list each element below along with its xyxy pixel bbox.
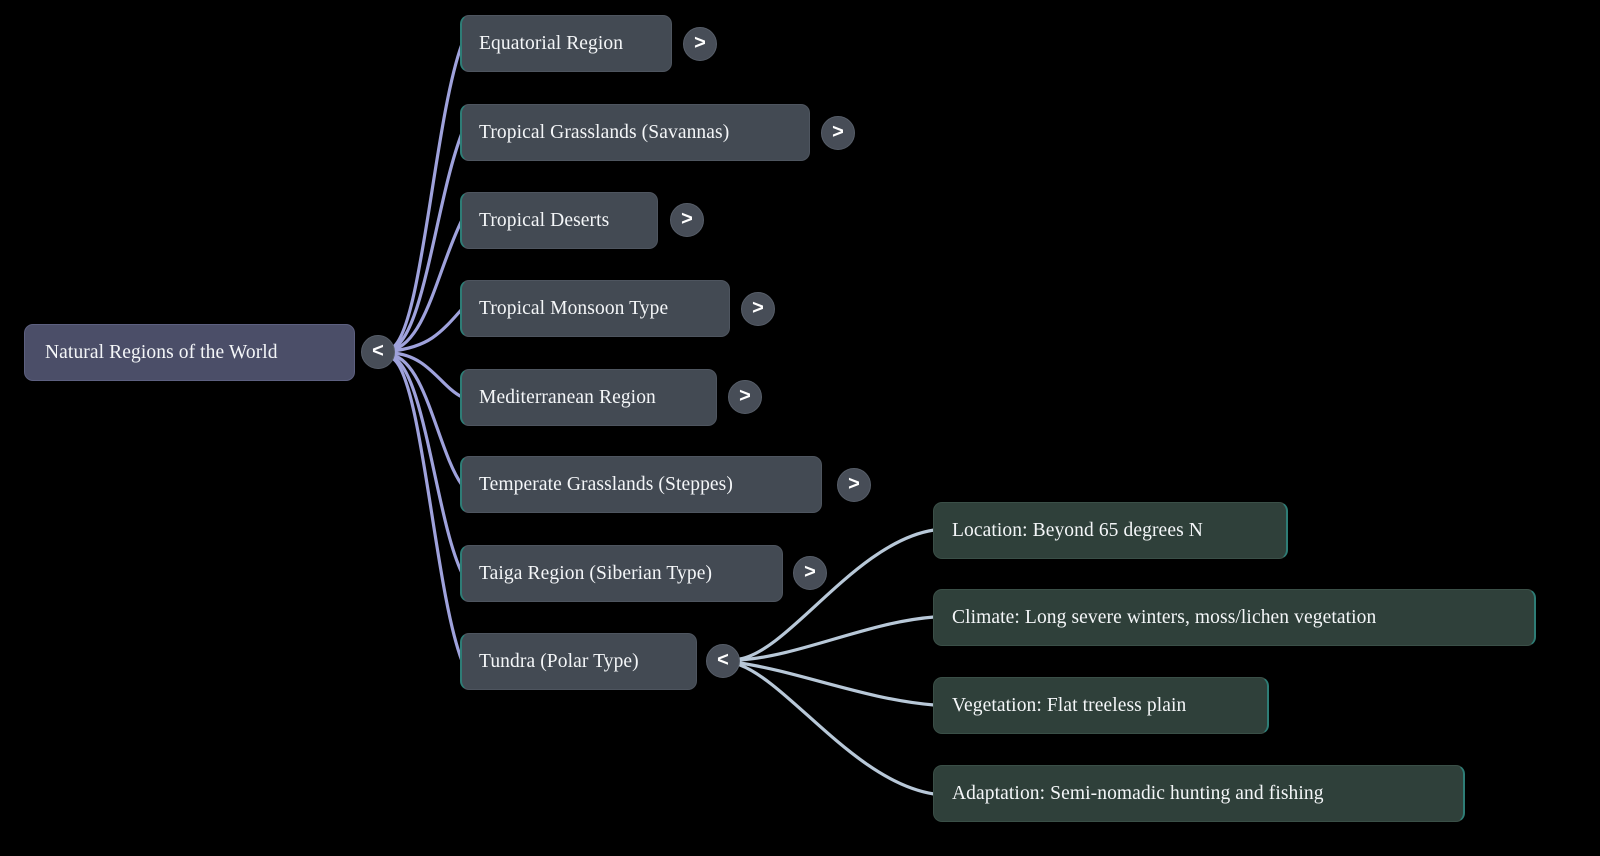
- branch-label: Tropical Monsoon Type: [479, 297, 669, 319]
- chevron-right-icon: >: [832, 121, 844, 143]
- edge-root-to-deserts: [390, 218, 464, 352]
- edge-root-to-steppes: [390, 353, 464, 487]
- branch-label: Equatorial Region: [479, 32, 624, 54]
- branch-toggle-temperate-grasslands-steppes[interactable]: >: [837, 468, 871, 502]
- leaf-node-tundra-vegetation[interactable]: Vegetation: Flat treeless plain: [933, 677, 1269, 734]
- branch-node-tundra-polar-type[interactable]: Tundra (Polar Type): [460, 633, 697, 690]
- edge-tundra-to-vegetation: [738, 661, 936, 707]
- leaf-label: Climate: Long severe winters, moss/liche…: [952, 606, 1377, 628]
- branch-toggle-tropical-monsoon-type[interactable]: >: [741, 292, 775, 326]
- branch-toggle-mediterranean-region[interactable]: >: [728, 380, 762, 414]
- branch-node-tropical-deserts[interactable]: Tropical Deserts: [460, 192, 658, 249]
- edge-tundra-to-adaptation: [738, 663, 936, 796]
- edge-root-to-tundra: [390, 356, 464, 663]
- branch-node-tropical-grasslands-savannas[interactable]: Tropical Grasslands (Savannas): [460, 104, 810, 161]
- branch-label: Tundra (Polar Type): [479, 650, 639, 672]
- edge-root-to-monsoon: [390, 307, 464, 353]
- branch-label: Mediterranean Region: [479, 386, 656, 408]
- leaf-node-tundra-location[interactable]: Location: Beyond 65 degrees N: [933, 502, 1288, 559]
- chevron-left-icon: <: [372, 340, 384, 362]
- branch-toggle-tundra-polar-type[interactable]: <: [706, 644, 740, 678]
- chevron-right-icon: >: [848, 473, 860, 495]
- branch-label: Tropical Deserts: [479, 209, 610, 231]
- chevron-right-icon: >: [804, 561, 816, 583]
- branch-label: Taiga Region (Siberian Type): [479, 562, 713, 584]
- root-node-label: Natural Regions of the World: [45, 341, 278, 363]
- chevron-right-icon: >: [681, 208, 693, 230]
- leaf-node-tundra-adaptation[interactable]: Adaptation: Semi-nomadic hunting and fis…: [933, 765, 1465, 822]
- edge-root-to-taiga: [390, 355, 464, 575]
- branch-node-temperate-grasslands-steppes[interactable]: Temperate Grasslands (Steppes): [460, 456, 822, 513]
- edge-root-to-savannas: [390, 131, 464, 351]
- leaf-node-tundra-climate[interactable]: Climate: Long severe winters, moss/liche…: [933, 589, 1536, 646]
- root-node[interactable]: Natural Regions of the World: [24, 324, 355, 381]
- branch-node-equatorial-region[interactable]: Equatorial Region: [460, 15, 672, 72]
- edge-root-to-equatorial: [390, 42, 464, 350]
- branch-node-tropical-monsoon-type[interactable]: Tropical Monsoon Type: [460, 280, 730, 337]
- leaf-label: Adaptation: Semi-nomadic hunting and fis…: [952, 782, 1324, 804]
- edge-root-to-mediterranean: [390, 351, 464, 399]
- branch-label: Tropical Grasslands (Savannas): [479, 121, 730, 143]
- edge-tundra-to-climate: [738, 615, 936, 662]
- chevron-left-icon: <: [717, 649, 729, 671]
- root-toggle-button[interactable]: <: [361, 335, 395, 369]
- leaf-label: Vegetation: Flat treeless plain: [952, 694, 1187, 716]
- branch-toggle-tropical-grasslands-savannas[interactable]: >: [821, 116, 855, 150]
- branch-label: Temperate Grasslands (Steppes): [479, 473, 733, 495]
- leaf-label: Location: Beyond 65 degrees N: [952, 519, 1203, 541]
- branch-toggle-equatorial-region[interactable]: >: [683, 27, 717, 61]
- chevron-right-icon: >: [752, 297, 764, 319]
- branch-toggle-tropical-deserts[interactable]: >: [670, 203, 704, 237]
- chevron-right-icon: >: [694, 32, 706, 54]
- branch-toggle-taiga-region-siberian-type[interactable]: >: [793, 556, 827, 590]
- branch-node-taiga-region-siberian-type[interactable]: Taiga Region (Siberian Type): [460, 545, 783, 602]
- chevron-right-icon: >: [739, 385, 751, 407]
- branch-node-mediterranean-region[interactable]: Mediterranean Region: [460, 369, 717, 426]
